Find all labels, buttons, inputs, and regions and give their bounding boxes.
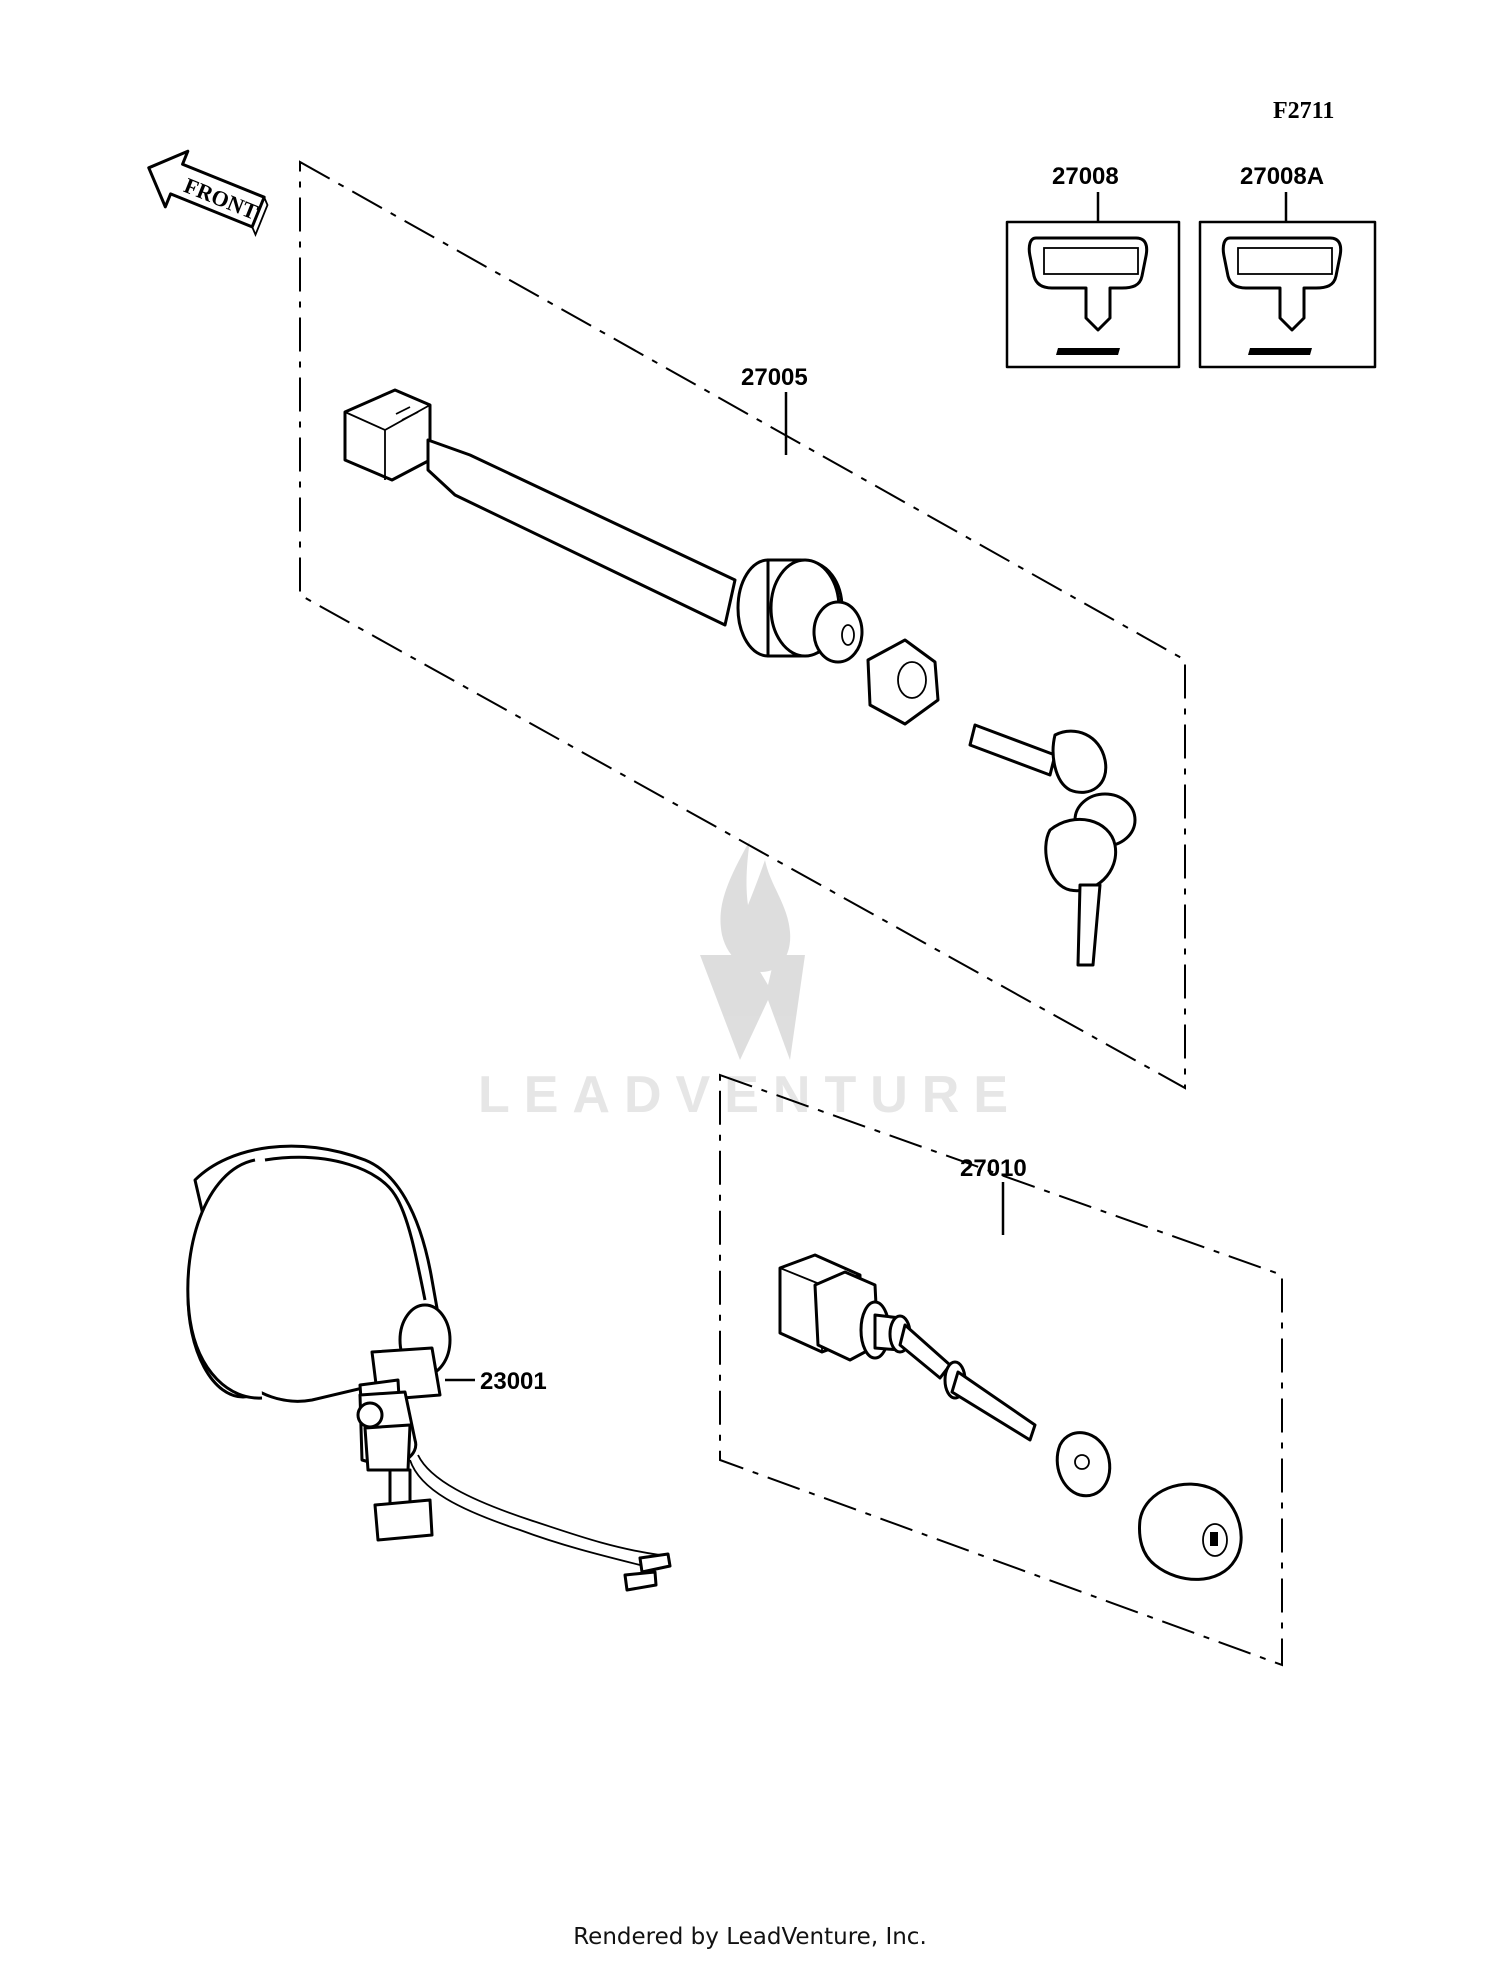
key-27008a: 27008A [1198, 163, 1377, 369]
footer-credit: Rendered by LeadVenture, Inc. [573, 1924, 927, 1950]
toggle-switch [778, 1253, 1037, 1442]
watermark-text: LEADVENTURE [478, 1066, 1022, 1124]
front-arrow-icon: FRONT [147, 149, 269, 238]
watermark: LEADVENTURE [478, 840, 1022, 1124]
hex-nut [866, 638, 940, 726]
part-number-23001: 23001 [480, 1368, 547, 1395]
part-number-27005: 27005 [741, 364, 808, 391]
diagram-code: F2711 [1273, 98, 1334, 124]
panel-27010: 27010 [719, 1073, 1283, 1667]
key-27008: 27008 [1005, 163, 1181, 369]
headlight-23001: 23001 [186, 1144, 672, 1592]
switch-connector [343, 388, 432, 482]
flame-logo-icon [700, 840, 805, 1060]
part-number-27010: 27010 [960, 1155, 1027, 1182]
switch-cap [1138, 1482, 1243, 1581]
part-number-27008: 27008 [1052, 163, 1119, 190]
ignition-switch-body [736, 558, 864, 664]
part-number-27008a: 27008A [1240, 163, 1324, 190]
key-set [968, 723, 1137, 967]
lock-washer [1055, 1431, 1112, 1498]
panel-27005: 27005 [299, 160, 1186, 1090]
